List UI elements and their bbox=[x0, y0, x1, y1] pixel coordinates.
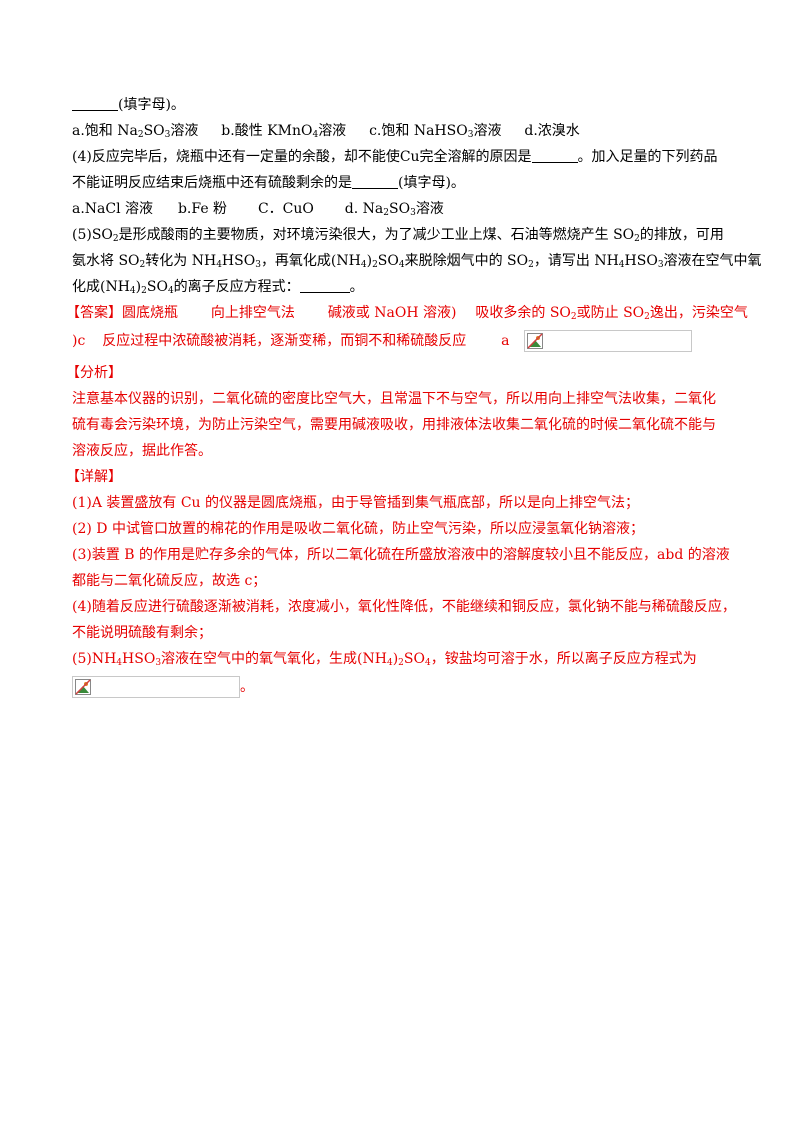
answer-line-2: )c 反应过程中浓硫酸被消耗，逐渐变稀，而铜不和稀硫酸反应 a bbox=[72, 326, 732, 356]
answer-line-1: 【答案】圆底烧瓶 向上排空气法 碱液或 NaOH 溶液) 吸收多余的 SO2或防… bbox=[66, 305, 748, 322]
q5-line-2: 氨水将 SO2转化为 NH4HSO3，再氧化成(NH4)2SO4来脱除烟气中的 … bbox=[72, 253, 762, 270]
answer-blank bbox=[352, 172, 398, 189]
broken-image-icon bbox=[75, 679, 91, 695]
detail-label: 【详解】 bbox=[66, 469, 122, 485]
detail-line-1: (1)A 装置盛放有 Cu 的仪器是圆底烧瓶，由于导管插到集气瓶底部，所以是向上… bbox=[72, 495, 640, 511]
analysis-line-2: 硫有毒会污染环境，为防止污染空气，需要用碱液吸收，用排液体法收集二氧化硫的时候二… bbox=[72, 417, 716, 433]
answer-label: 【答案】 bbox=[66, 305, 122, 321]
q4-options-line: a.NaCl 溶液 b.Fe 粉 C．CuO d. Na2SO3溶液 bbox=[72, 201, 444, 218]
q3-options-line: a.饱和 Na2SO3溶液 b.酸性 KMnO4溶液 c.饱和 NaHSO3溶液… bbox=[72, 123, 580, 140]
detail-line-3: (3)装置 B 的作用是贮存多余的气体，所以二氧化硫在所盛放溶液中的溶解度较小且… bbox=[72, 547, 730, 563]
q4-line-1: (4)反应完毕后，烧瓶中还有一定量的余酸，却不能使Cu完全溶解的原因是。加入足量… bbox=[72, 144, 732, 170]
analysis-label: 【分析】 bbox=[66, 365, 122, 381]
answer-blank bbox=[72, 94, 118, 111]
detail-line-6: 不能说明硫酸有剩余； bbox=[72, 625, 212, 641]
answer-blank bbox=[531, 146, 578, 163]
detail-line-5: (4)随着反应进行硫酸逐渐被消耗，浓度减小，氧化性降低，不能继续和铜反应，氯化钠… bbox=[72, 599, 736, 615]
equation-image-placeholder bbox=[524, 330, 693, 352]
q5-line-1: (5)SO2是形成酸雨的主要物质，对环境污染很大，为了减少工业上煤、石油等燃烧产… bbox=[72, 227, 724, 244]
detail-line-4: 都能与二氧化硫反应，故选 c； bbox=[72, 573, 267, 589]
detail-line-7: (5)NH4HSO3溶液在空气中的氧气氧化，生成(NH4)2SO4，铵盐均可溶于… bbox=[72, 651, 697, 668]
analysis-line-3: 溶液反应，据此作答。 bbox=[72, 443, 212, 459]
broken-image-icon bbox=[527, 333, 544, 349]
answer-blank bbox=[299, 276, 350, 293]
document-page: (填字母)。 a.饱和 Na2SO3溶液 b.酸性 KMnO4溶液 c.饱和 N… bbox=[66, 92, 762, 702]
analysis-label-line: 【分析】 bbox=[66, 360, 732, 386]
analysis-line-1: 注意基本仪器的识别，二氧化硫的密度比空气大，且常温下不与空气，所以用向上排空气法… bbox=[72, 391, 716, 407]
detail-line-8: 。 bbox=[72, 672, 732, 702]
equation-image-placeholder bbox=[72, 676, 240, 698]
q4-line-2: 不能证明反应结束后烧瓶中还有硫酸剩余的是(填字母)。 bbox=[72, 170, 732, 196]
detail-label-line: 【详解】 bbox=[66, 464, 732, 490]
q3-tail-line: (填字母)。 bbox=[72, 92, 732, 118]
q5-line-3: 化成(NH4)2SO4的离子反应方程式：。 bbox=[72, 274, 732, 300]
detail-line-2: (2) D 中试管口放置的棉花的作用是吸收二氧化硫，防止空气污染，所以应浸氢氧化… bbox=[72, 521, 644, 537]
